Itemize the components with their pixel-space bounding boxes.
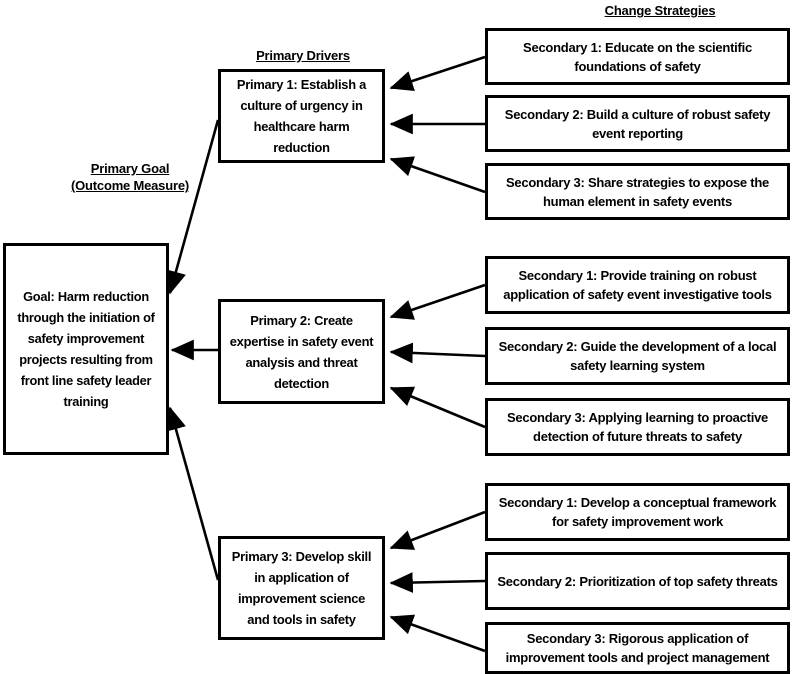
change-strategy-g2-s1-text: Secondary 1: Provide training on robust … — [503, 268, 772, 302]
connector-g2s3-to-primary2 — [389, 386, 486, 429]
connector-g3s2-to-primary3 — [389, 572, 486, 593]
connector-g2s1-to-primary2 — [389, 283, 486, 320]
change-strategy-g3-s1-box[interactable]: Secondary 1: Develop a conceptual framew… — [485, 483, 790, 541]
change-strategy-g1-s3-box[interactable]: Secondary 3: Share strategies to expose … — [485, 163, 790, 220]
change-strategy-g2-s2-text: Secondary 2: Guide the development of a … — [498, 339, 777, 373]
change-strategy-g1-s1-text: Secondary 1: Educate on the scientific f… — [523, 39, 752, 74]
change-strategy-g3-s3-text: Secondary 3: Rigorous application of imp… — [505, 631, 770, 665]
change-strategy-g3-s2-text: Secondary 2: Prioritization of top safet… — [497, 573, 778, 589]
header-change-strategies: Change Strategies — [604, 3, 716, 18]
header-primary-goal: Primary Goal (Outcome Measure) — [50, 160, 210, 194]
header-primary-goal-line1: Primary Goal — [90, 161, 170, 176]
connector-primary1-to-goal — [165, 119, 220, 295]
goal-box-text: Goal: Harm reduction through the initiat… — [17, 289, 155, 409]
change-strategy-g2-s2-box[interactable]: Secondary 2: Guide the development of a … — [485, 327, 790, 385]
change-strategy-g1-s2-box[interactable]: Secondary 2: Build a culture of robust s… — [485, 95, 790, 152]
change-strategy-g1-s3-text: Secondary 3: Share strategies to expose … — [505, 174, 770, 209]
goal-box[interactable]: Goal: Harm reduction through the initiat… — [3, 243, 169, 455]
primary-driver-1-box[interactable]: Primary 1: Establish a culture of urgenc… — [218, 69, 385, 163]
change-strategy-g1-s2-text: Secondary 2: Build a culture of robust s… — [504, 106, 771, 141]
connector-g3s1-to-primary3 — [389, 510, 486, 550]
header-primary-drivers: Primary Drivers — [256, 48, 350, 63]
change-strategy-g3-s3-box[interactable]: Secondary 3: Rigorous application of imp… — [485, 622, 790, 674]
primary-driver-2-text: Primary 2: Create expertise in safety ev… — [229, 312, 374, 391]
change-strategy-g2-s3-box[interactable]: Secondary 3: Applying learning to proact… — [485, 398, 790, 456]
primary-driver-3-text: Primary 3: Develop skill in application … — [231, 549, 372, 627]
connector-g2s2-to-primary2 — [389, 342, 486, 364]
primary-driver-3-box[interactable]: Primary 3: Develop skill in application … — [218, 536, 385, 640]
change-strategy-g1-s1-box[interactable]: Secondary 1: Educate on the scientific f… — [485, 28, 790, 85]
change-strategy-g2-s1-box[interactable]: Secondary 1: Provide training on robust … — [485, 256, 790, 314]
connector-g1s1-to-primary1 — [389, 55, 486, 92]
primary-driver-2-box[interactable]: Primary 2: Create expertise in safety ev… — [218, 299, 385, 404]
connector-g1s3-to-primary1 — [389, 156, 486, 194]
primary-driver-1-text: Primary 1: Establish a culture of urgenc… — [236, 77, 367, 155]
connector-g3s3-to-primary3 — [389, 614, 486, 653]
change-strategy-g2-s3-text: Secondary 3: Applying learning to proact… — [506, 410, 769, 444]
connector-primary3-to-goal — [165, 406, 220, 581]
header-primary-goal-line2: (Outcome Measure) — [71, 178, 189, 193]
change-strategy-g3-s1-text: Secondary 1: Develop a conceptual framew… — [498, 495, 777, 529]
change-strategy-g3-s2-box[interactable]: Secondary 2: Prioritization of top safet… — [485, 552, 790, 610]
